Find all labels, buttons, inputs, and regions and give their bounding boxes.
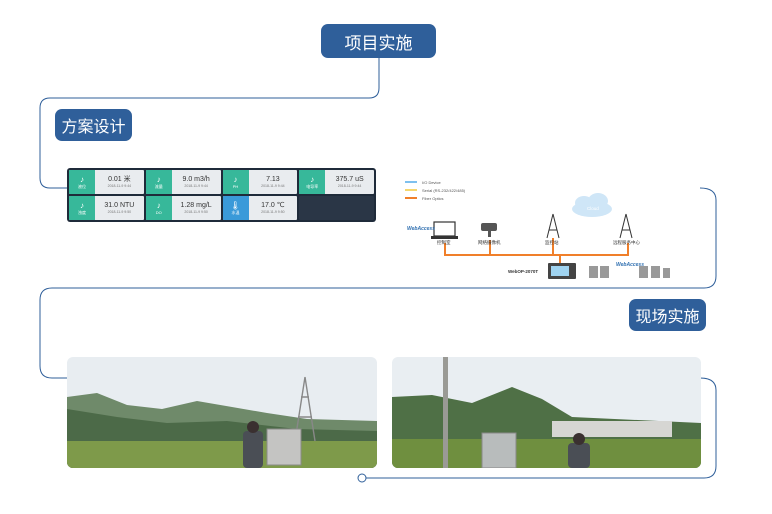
- drop-icon: ♪: [80, 174, 84, 184]
- sensor-name: 水温: [231, 209, 240, 215]
- design-heading: 方案设计: [55, 109, 132, 141]
- sensor-name: DO: [155, 209, 162, 215]
- legend-label: Serial (RS-232/422/485): [422, 187, 466, 193]
- onsite-heading: 现场实施: [629, 299, 706, 331]
- empty-tile: [299, 196, 374, 220]
- drop-icon: ♪: [233, 174, 238, 184]
- sensor-value: 7.13: [266, 176, 280, 183]
- sensor-time: 2018-11-9 9:50: [107, 210, 132, 214]
- camera-icon: [481, 223, 497, 237]
- sensor-value: 0.01 米: [108, 176, 131, 183]
- brand-logo: WebAccess: [616, 262, 644, 268]
- sensor-time: 2018-11-9 9:50: [261, 210, 285, 214]
- sensor-value: 17.0 ℃: [261, 202, 285, 209]
- sensor-time: 2018-11-9 9:44: [184, 184, 208, 188]
- camera-label: 网络摄像机: [478, 240, 501, 245]
- gateway-label: WebOP-2070T: [508, 269, 539, 274]
- sensor-value: 9.0 m3/h: [182, 176, 210, 183]
- sensor-name: PH: [232, 183, 239, 189]
- sensor-name: 电导率: [306, 183, 319, 189]
- tower-icon: [546, 213, 633, 239]
- drop-icon: ♪: [310, 174, 315, 184]
- monitor-label: 监控站: [545, 240, 559, 245]
- drop-icon: ♪: [156, 174, 161, 184]
- gateway-icon: [548, 263, 576, 279]
- sensor-value: 375.7 uS: [335, 176, 364, 183]
- center-label: 远程服务中心: [613, 240, 640, 245]
- control-room-label: 控制室: [437, 240, 451, 245]
- sensor-time: 2018-11-9 9:44: [107, 184, 132, 188]
- drop-icon: ♪: [156, 200, 161, 210]
- sensor-name: 浊度: [78, 209, 86, 215]
- legend-label: I/O Device: [422, 179, 441, 185]
- sensor-time: 2018-11-9 9:44: [261, 184, 285, 188]
- site-photo-2: [392, 357, 701, 468]
- sensor-time: 2018-11-9 9:50: [184, 210, 208, 214]
- thermometer-icon: 🌡: [230, 200, 241, 210]
- cloud-label: Cloud: [587, 206, 599, 211]
- sensor-name: 流量: [154, 183, 163, 189]
- site-photo-1: [67, 357, 377, 468]
- sensor-value: 1.28 mg/L: [180, 202, 212, 209]
- network-legend: I/O Device Serial (RS-232/422/485) Fiber…: [405, 178, 465, 202]
- legend-label: Fiber Optics: [422, 195, 444, 201]
- cloud-icon: [572, 193, 612, 217]
- drop-icon: ♪: [80, 200, 84, 210]
- server-icon: [589, 266, 670, 278]
- sensor-name: 液位: [78, 183, 86, 189]
- brand-logo: WebAccess: [407, 226, 435, 232]
- sensor-value: 31.0 NTU: [104, 202, 135, 209]
- sensor-time: 2018-11-9 9:44: [337, 184, 362, 188]
- laptop-icon: [431, 221, 458, 239]
- project-heading: 项目实施: [321, 24, 436, 58]
